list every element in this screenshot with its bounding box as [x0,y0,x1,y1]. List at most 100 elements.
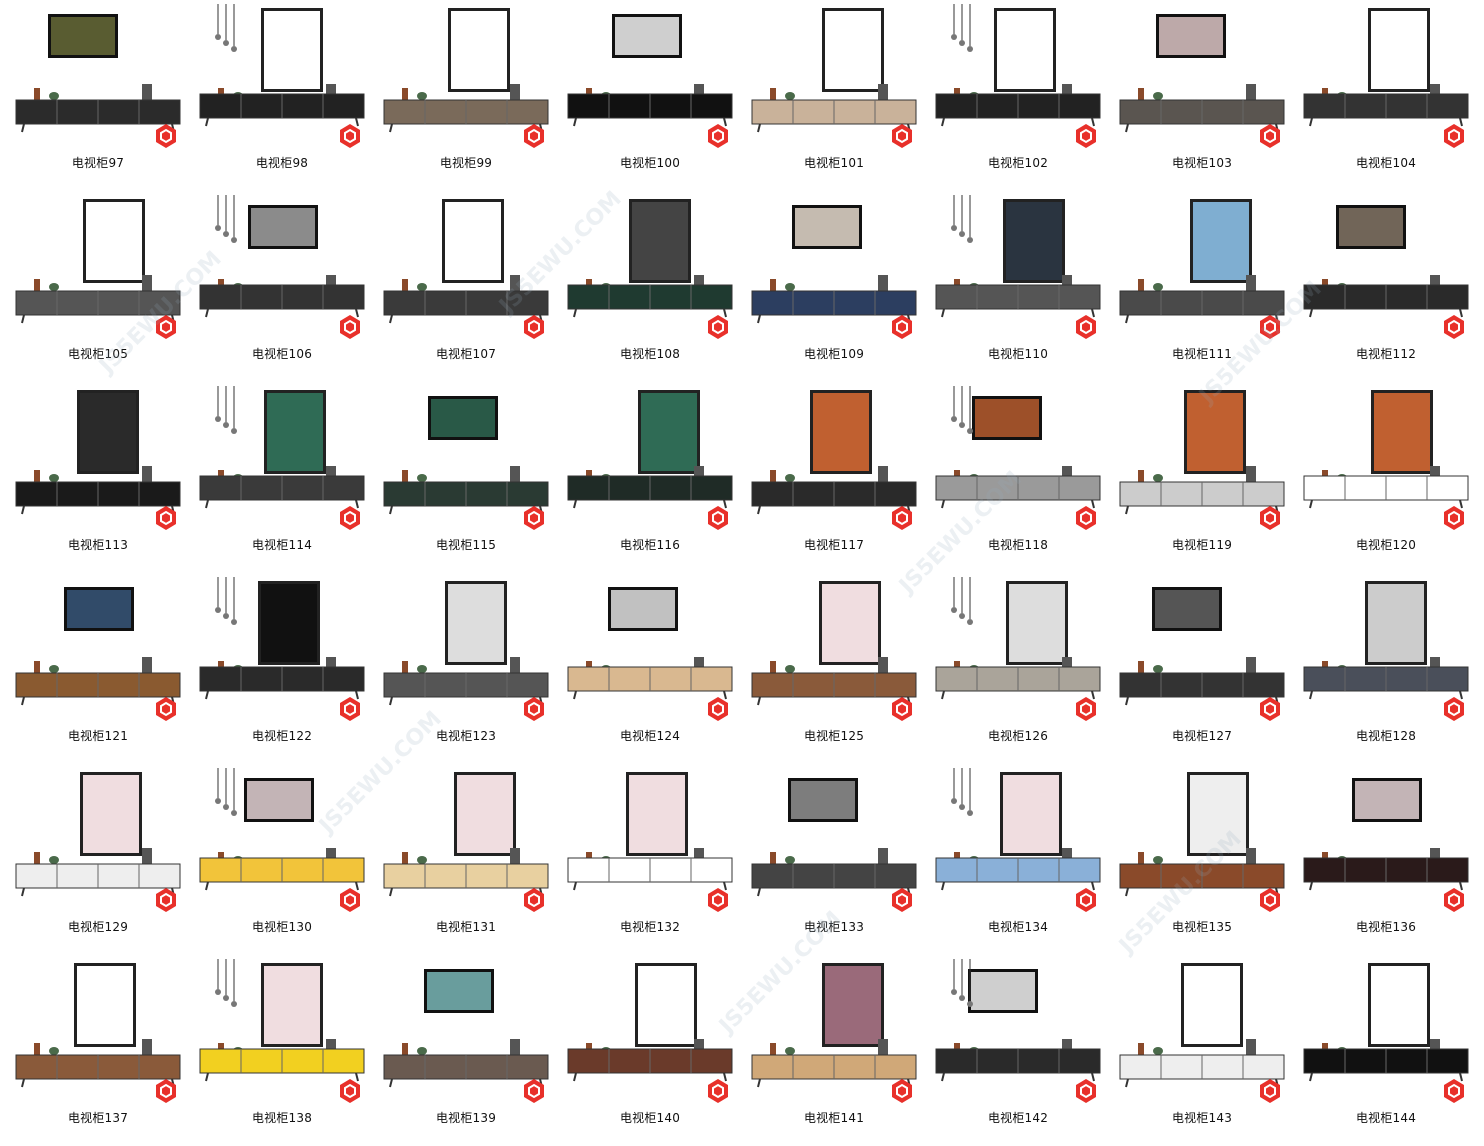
model-tile[interactable]: 电视柜111 [1118,191,1288,382]
tv-cabinet-thumbnail[interactable] [1118,577,1286,723]
tv-cabinet-thumbnail[interactable] [1302,386,1470,532]
tv-cabinet-thumbnail[interactable] [750,959,918,1105]
model-tile[interactable]: 电视柜103 [1118,0,1288,191]
tv-cabinet-thumbnail[interactable] [566,959,734,1105]
tv-cabinet-thumbnail[interactable] [382,577,550,723]
model-tile[interactable]: 电视柜112 [1302,191,1472,382]
model-tile[interactable]: 电视柜125 [750,573,920,764]
tv-cabinet-thumbnail[interactable] [750,386,918,532]
tv-cabinet-thumbnail[interactable] [1302,577,1470,723]
model-tile[interactable]: 电视柜113 [14,382,184,573]
tv-cabinet-thumbnail[interactable] [198,386,366,532]
model-tile[interactable]: 电视柜115 [382,382,552,573]
model-tile[interactable]: 电视柜108 [566,191,736,382]
tv-cabinet-thumbnail[interactable] [1302,959,1470,1105]
tv-cabinet-thumbnail[interactable] [382,768,550,914]
tv-cabinet-thumbnail[interactable] [750,768,918,914]
model-tile[interactable]: 电视柜102 [934,0,1104,191]
thumbnail-drawing [383,199,549,324]
model-tile[interactable]: 电视柜135 [1118,764,1288,955]
tv-cabinet-thumbnail[interactable] [198,959,366,1105]
model-tile[interactable]: 电视柜131 [382,764,552,955]
model-tile[interactable]: 电视柜109 [750,191,920,382]
tv-cabinet-thumbnail[interactable] [14,959,182,1105]
tv-cabinet-thumbnail[interactable] [14,768,182,914]
model-tile[interactable]: 电视柜106 [198,191,368,382]
model-tile[interactable]: 电视柜110 [934,191,1104,382]
model-tile[interactable]: 电视柜118 [934,382,1104,573]
sketchup-file-icon [340,1079,360,1103]
model-tile[interactable]: 电视柜105 [14,191,184,382]
model-tile[interactable]: 电视柜120 [1302,382,1472,573]
tv-cabinet-thumbnail[interactable] [1118,768,1286,914]
model-tile[interactable]: 电视柜116 [566,382,736,573]
model-tile[interactable]: 电视柜98 [198,0,368,191]
model-tile[interactable]: 电视柜97 [14,0,184,191]
tv-cabinet-thumbnail[interactable] [1118,4,1286,150]
model-tile[interactable]: 电视柜144 [1302,955,1472,1146]
model-tile[interactable]: 电视柜141 [750,955,920,1146]
model-tile[interactable]: 电视柜122 [198,573,368,764]
tv-cabinet-thumbnail[interactable] [566,4,734,150]
tv-cabinet-thumbnail[interactable] [198,768,366,914]
tv-cabinet-thumbnail[interactable] [934,4,1102,150]
model-tile[interactable]: 电视柜130 [198,764,368,955]
tv-cabinet-thumbnail[interactable] [1302,195,1470,341]
tv-cabinet-thumbnail[interactable] [1302,768,1470,914]
tv-cabinet-thumbnail[interactable] [566,386,734,532]
tv-cabinet-thumbnail[interactable] [934,768,1102,914]
model-tile[interactable]: 电视柜101 [750,0,920,191]
tv-cabinet-thumbnail[interactable] [14,195,182,341]
tv-cabinet-thumbnail[interactable] [750,4,918,150]
tv-cabinet-thumbnail[interactable] [198,4,366,150]
model-tile[interactable]: 电视柜134 [934,764,1104,955]
model-tile[interactable]: 电视柜138 [198,955,368,1146]
model-tile[interactable]: 电视柜139 [382,955,552,1146]
model-tile[interactable]: 电视柜129 [14,764,184,955]
model-tile[interactable]: 电视柜137 [14,955,184,1146]
tv-cabinet-thumbnail[interactable] [566,195,734,341]
tv-cabinet-thumbnail[interactable] [1118,386,1286,532]
tv-cabinet-thumbnail[interactable] [382,195,550,341]
model-tile[interactable]: 电视柜107 [382,191,552,382]
model-tile[interactable]: 电视柜114 [198,382,368,573]
tv-cabinet-thumbnail[interactable] [566,577,734,723]
tv-cabinet-thumbnail[interactable] [382,4,550,150]
tv-cabinet-thumbnail[interactable] [934,195,1102,341]
model-tile[interactable]: 电视柜121 [14,573,184,764]
tv-cabinet-thumbnail[interactable] [934,959,1102,1105]
model-tile[interactable]: 电视柜142 [934,955,1104,1146]
model-tile[interactable]: 电视柜133 [750,764,920,955]
model-tile[interactable]: 电视柜124 [566,573,736,764]
model-tile[interactable]: 电视柜99 [382,0,552,191]
model-tile[interactable]: 电视柜117 [750,382,920,573]
model-tile[interactable]: 电视柜136 [1302,764,1472,955]
tv-cabinet-thumbnail[interactable] [382,386,550,532]
model-tile[interactable]: 电视柜140 [566,955,736,1146]
model-tile[interactable]: 电视柜128 [1302,573,1472,764]
model-tile[interactable]: 电视柜126 [934,573,1104,764]
model-tile[interactable]: 电视柜104 [1302,0,1472,191]
tv-cabinet-thumbnail[interactable] [934,386,1102,532]
tv-cabinet-thumbnail[interactable] [14,4,182,150]
model-tile[interactable]: 电视柜127 [1118,573,1288,764]
tv-cabinet-thumbnail[interactable] [566,768,734,914]
tv-cabinet-thumbnail[interactable] [1118,959,1286,1105]
tv-cabinet-thumbnail[interactable] [1302,4,1470,150]
tv-cabinet-thumbnail[interactable] [14,386,182,532]
model-tile[interactable]: 电视柜143 [1118,955,1288,1146]
tv-cabinet-thumbnail[interactable] [14,577,182,723]
model-tile[interactable]: 电视柜132 [566,764,736,955]
model-tile[interactable]: 电视柜100 [566,0,736,191]
tv-cabinet-thumbnail[interactable] [382,959,550,1105]
tv-cabinet-thumbnail[interactable] [1118,195,1286,341]
thumbnail-drawing [15,14,181,133]
tv-cabinet-thumbnail[interactable] [198,195,366,341]
model-tile[interactable]: 电视柜119 [1118,382,1288,573]
tv-cabinet-thumbnail[interactable] [750,195,918,341]
tv-cabinet-thumbnail[interactable] [198,577,366,723]
tv-cabinet-thumbnail[interactable] [934,577,1102,723]
tv-cabinet-thumbnail[interactable] [750,577,918,723]
model-tile[interactable]: 电视柜123 [382,573,552,764]
